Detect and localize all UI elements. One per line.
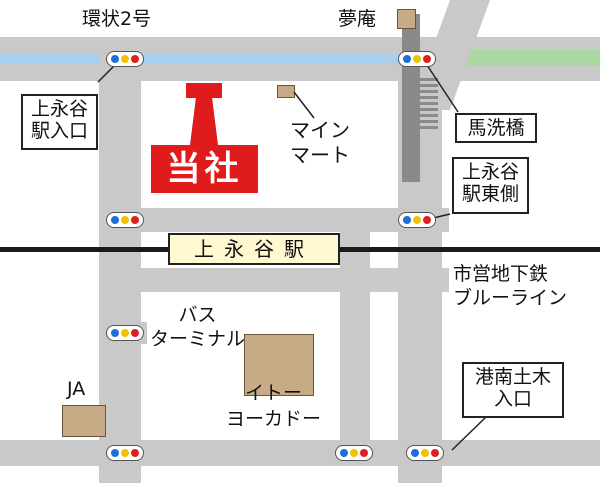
traffic-signal-icon	[398, 212, 436, 228]
label-itoyokado: イトー ヨーカドー	[226, 382, 322, 430]
label-ja: JA	[67, 378, 86, 400]
station-label: 上永谷駅	[168, 233, 340, 265]
building-yumean	[397, 9, 416, 29]
building-itoyokado	[244, 334, 314, 396]
road-upper-station	[99, 208, 449, 232]
road-left	[99, 37, 141, 483]
traffic-signal-icon	[406, 445, 444, 461]
label-mainmart: マイン マート	[290, 118, 350, 167]
label-umaaraibashi: 馬洗橋	[455, 113, 537, 143]
building-ja	[62, 405, 106, 437]
bridge-steps	[420, 78, 438, 130]
road-name-kanjo2: 環状2号	[82, 8, 152, 30]
park-strip	[442, 50, 600, 66]
traffic-signal-icon	[335, 445, 373, 461]
label-konan-doboku-iriguchi: 港南土木 入口	[462, 362, 564, 418]
label-bus-terminal: バス ターミナル	[150, 304, 246, 350]
traffic-signal-icon	[398, 51, 436, 67]
label-yumean: 夢庵	[338, 8, 377, 30]
building-mainmart	[277, 85, 295, 98]
label-subway-line: 市営地下鉄 ブルーライン	[453, 263, 568, 309]
traffic-signal-icon	[106, 51, 144, 67]
label-kamenagaya-eki-higashi: 上永谷 駅東側	[452, 157, 529, 214]
road-lower-station	[99, 268, 449, 292]
company-location-marker	[186, 83, 222, 98]
company-label: 当社	[151, 145, 258, 193]
traffic-signal-icon	[106, 445, 144, 461]
label-kamenagaya-eki-iriguchi: 上永谷 駅入口	[21, 94, 98, 150]
traffic-signal-icon	[106, 212, 144, 228]
traffic-signal-icon	[106, 325, 144, 341]
river	[0, 54, 442, 64]
